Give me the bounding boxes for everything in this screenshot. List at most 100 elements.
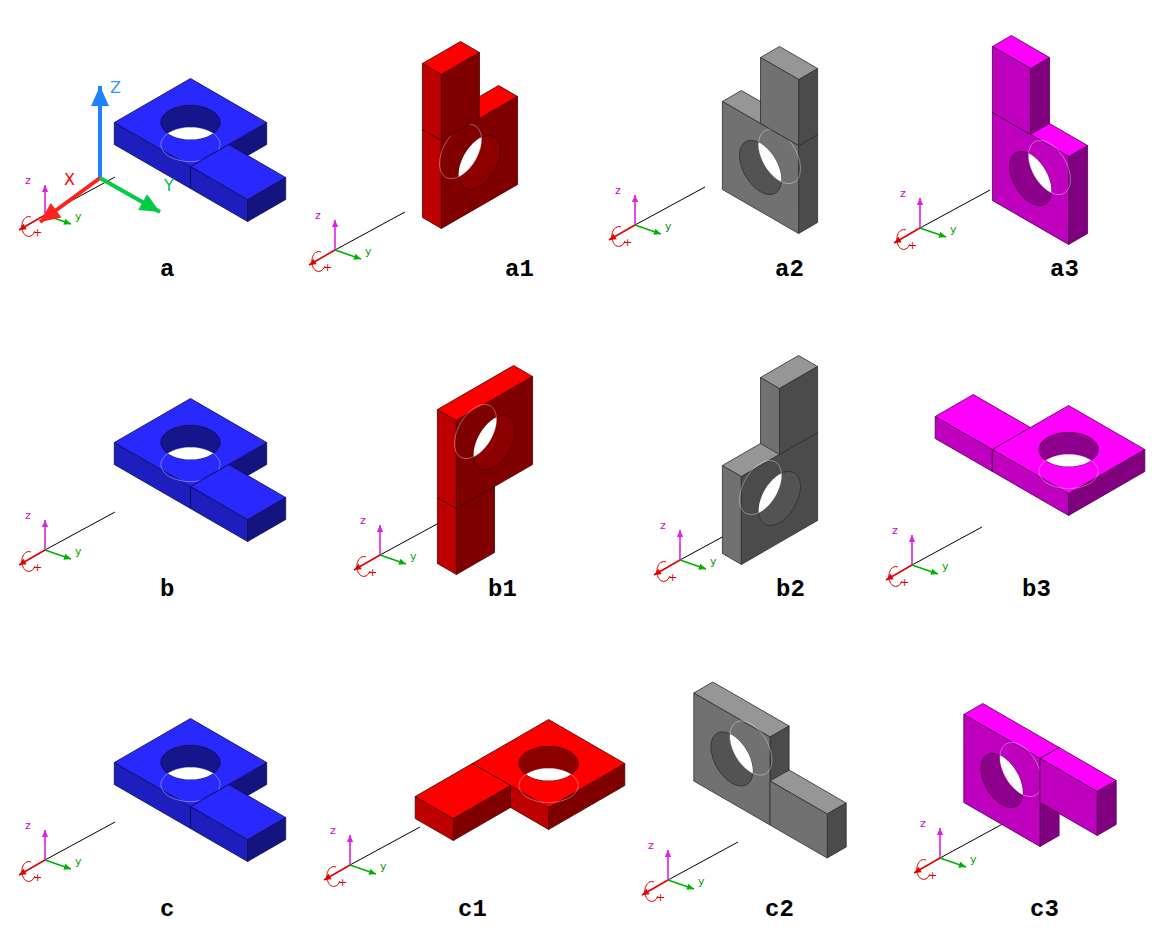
part-figure xyxy=(422,42,517,229)
part-figure xyxy=(722,356,817,565)
axis-label: y xyxy=(942,561,949,572)
ground-line xyxy=(912,527,982,565)
y-axis-head xyxy=(63,219,71,225)
view-label: b1 xyxy=(488,578,517,602)
ground-line xyxy=(635,187,705,225)
part-figure xyxy=(694,682,846,858)
view-label: c3 xyxy=(1030,898,1059,922)
z-axis-head xyxy=(42,520,48,527)
z-axis-head xyxy=(937,828,943,835)
part-face xyxy=(1097,781,1116,836)
y-axis xyxy=(350,865,376,874)
axis-label: + xyxy=(656,892,665,903)
hole-hidden-edge xyxy=(730,721,772,775)
part-face xyxy=(722,466,741,565)
axis-label: z xyxy=(660,520,666,531)
part-face xyxy=(1031,58,1050,135)
z-axis-head xyxy=(677,530,683,537)
axis-label: + xyxy=(323,262,332,273)
part-figure xyxy=(415,720,625,841)
y-axis-large xyxy=(100,178,160,212)
axis-label: z xyxy=(330,825,336,836)
ground-line xyxy=(45,822,115,860)
z-axis-head xyxy=(377,525,383,532)
axis-label: + xyxy=(668,572,677,583)
x-axis-head xyxy=(19,559,27,565)
y-axis xyxy=(668,880,694,889)
y-axis xyxy=(680,560,706,569)
axis-label: z xyxy=(615,185,621,196)
axis-label: z xyxy=(892,525,898,536)
z-axis-head xyxy=(42,185,48,192)
hole-hidden-edge xyxy=(1039,454,1098,488)
x-axis-head xyxy=(309,259,317,265)
hole-hidden-edge xyxy=(519,768,578,802)
part-face xyxy=(992,406,1144,494)
hole-opening xyxy=(1000,742,1042,796)
hole-opening xyxy=(519,768,578,802)
ground-line xyxy=(45,512,115,550)
part-face xyxy=(761,378,780,455)
axis-label: y xyxy=(75,211,82,222)
part-face xyxy=(441,53,479,141)
axis-label: + xyxy=(928,870,937,881)
part-figure xyxy=(935,395,1145,516)
ground-line xyxy=(920,190,990,228)
view-label: a2 xyxy=(775,258,804,282)
part-figure xyxy=(964,704,1116,847)
z-axis-head xyxy=(42,830,48,837)
x-axis-head xyxy=(642,889,650,895)
part-face xyxy=(191,465,286,520)
view-label: a xyxy=(160,258,174,282)
axis-label: y xyxy=(970,854,977,865)
axis-label: y xyxy=(710,556,717,567)
x-axis-head xyxy=(914,867,922,873)
axis-label: y xyxy=(665,221,672,232)
axis-label: Y xyxy=(164,178,174,194)
view-label: b xyxy=(160,578,174,602)
x-axis-head xyxy=(324,874,332,880)
part-face xyxy=(770,781,827,858)
y-axis xyxy=(912,565,938,574)
x-axis-head xyxy=(886,574,894,580)
part-figure xyxy=(992,36,1087,245)
y-axis xyxy=(380,555,406,564)
x-axis-head xyxy=(354,564,362,570)
part-face xyxy=(1040,759,1097,836)
part-face xyxy=(780,367,818,455)
y-axis-head xyxy=(353,254,361,260)
ground-line xyxy=(335,212,405,250)
ground-line xyxy=(350,827,420,865)
axis-label: y xyxy=(365,246,372,257)
z-axis-large-head xyxy=(91,86,109,106)
view-label: b2 xyxy=(776,578,805,602)
part-figure xyxy=(114,399,285,542)
hole-opening xyxy=(730,721,772,775)
y-axis-head xyxy=(698,564,706,570)
x-axis-large-head xyxy=(40,203,61,222)
y-axis-head xyxy=(63,554,71,560)
axis-label: y xyxy=(950,224,957,235)
axis-label: y xyxy=(410,551,417,562)
ground-line xyxy=(668,842,738,880)
part-face xyxy=(415,764,510,819)
axis-label: + xyxy=(368,567,377,578)
z-axis-head xyxy=(665,850,671,857)
hole-hidden-edge xyxy=(740,460,782,514)
axis-label: + xyxy=(908,240,917,251)
hole-opening xyxy=(1029,140,1071,194)
axis-label: z xyxy=(25,175,31,186)
axis-label: + xyxy=(33,227,42,238)
y-axis-head xyxy=(686,884,694,890)
view-label: c2 xyxy=(765,898,794,922)
axis-label: z xyxy=(315,210,321,221)
part-face xyxy=(799,69,818,146)
view-label: c xyxy=(160,898,174,922)
ground-line xyxy=(940,820,1010,858)
view-label: c1 xyxy=(458,898,487,922)
y-axis xyxy=(45,550,71,559)
x-axis-head xyxy=(19,869,27,875)
part-figure xyxy=(722,47,817,234)
axis-label: Z xyxy=(110,80,121,96)
